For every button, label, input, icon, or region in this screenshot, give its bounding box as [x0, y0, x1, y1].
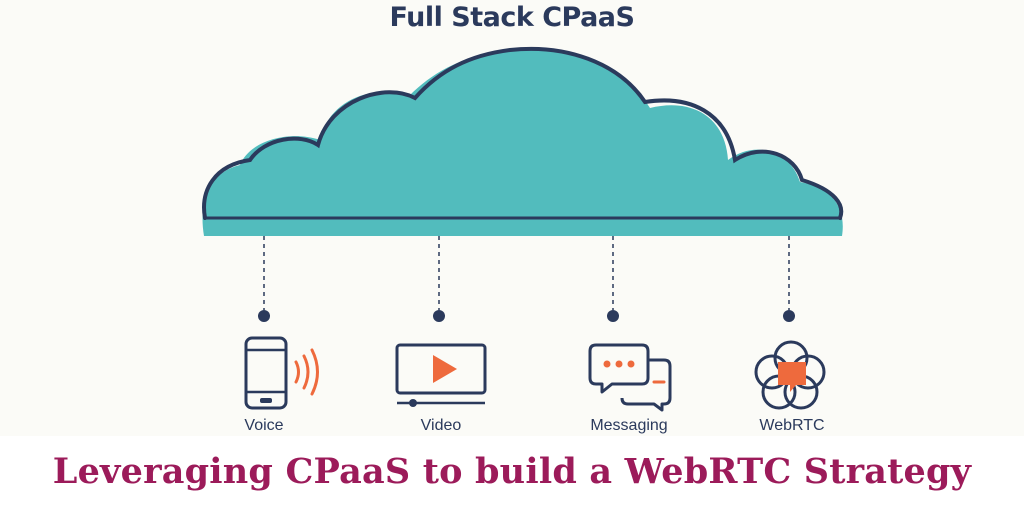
channel-label-video: Video	[420, 417, 462, 434]
channel-label-webrtc: WebRTC	[759, 417, 825, 434]
connector-video	[433, 236, 445, 322]
video-player-icon	[395, 343, 487, 407]
cpaas-diagram	[202, 46, 844, 412]
diagram-title: Full Stack CPaaS	[389, 2, 635, 33]
tagline: Leveraging CPaaS to build a WebRTC Strat…	[52, 451, 972, 492]
chat-bubbles-icon	[588, 343, 672, 412]
cloud-shape	[202, 46, 844, 236]
connector-voice	[258, 236, 270, 322]
channel-label-messaging: Messaging	[590, 417, 668, 434]
channel-label-voice: Voice	[244, 417, 284, 434]
phone-voice-icon	[244, 336, 319, 410]
connector-messaging	[607, 236, 619, 322]
webrtc-logo-icon	[754, 340, 826, 410]
tagline-banner	[0, 436, 1024, 512]
connector-webrtc	[783, 236, 795, 322]
